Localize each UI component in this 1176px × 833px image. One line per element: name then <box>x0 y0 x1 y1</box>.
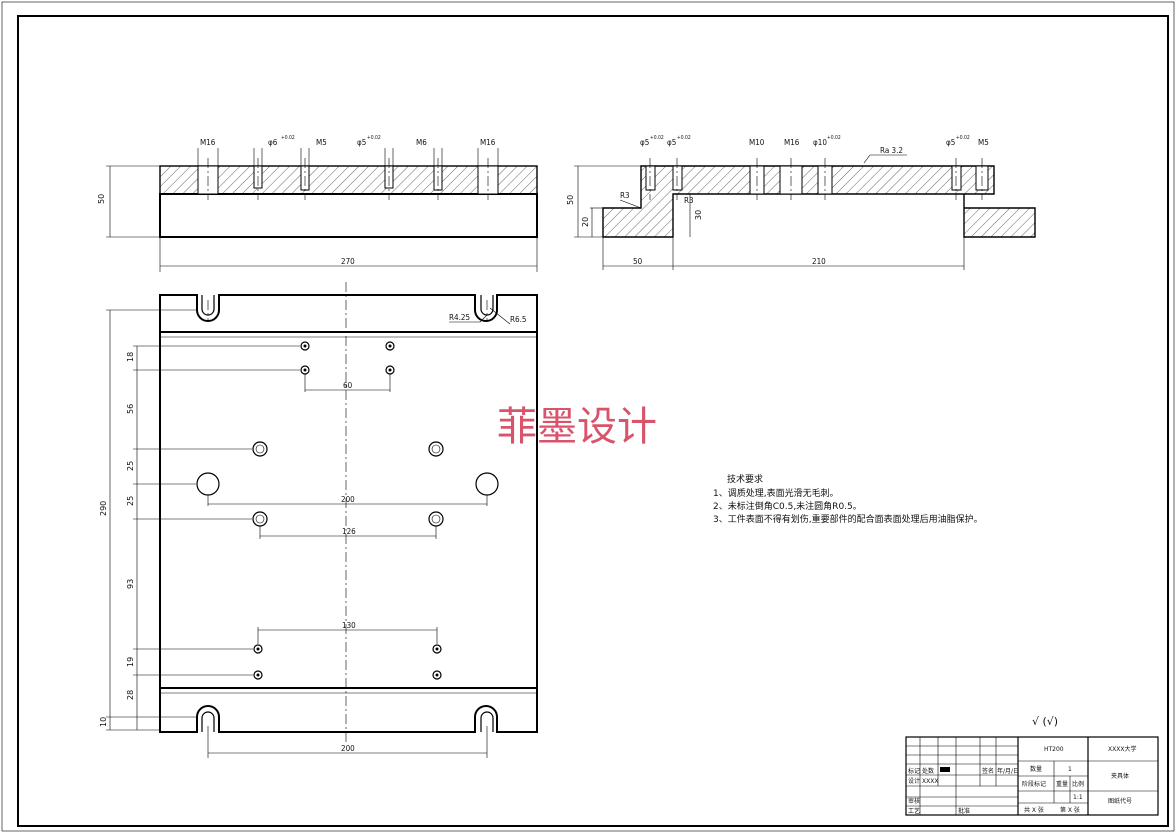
plan-dim-25a: 25 <box>126 461 135 471</box>
general-roughness: √ (√) <box>1032 715 1058 728</box>
tech-note-3: 3、工件表面不得有划伤,重要部件的配合面表面处理后用油脂保护。 <box>713 513 983 525</box>
tb-row-mark: 标记 <box>908 767 920 775</box>
plan-dim-10: 10 <box>99 717 108 727</box>
tb-part-name: 夹具体 <box>1111 772 1129 780</box>
front-dim-270: 270 <box>341 257 355 266</box>
tech-note-1: 1、调质处理,表面光滑无毛刺。 <box>713 487 839 499</box>
side-dim-210: 210 <box>812 257 826 266</box>
plan-dim-28: 28 <box>126 690 135 700</box>
side-dim-20: 20 <box>581 217 590 227</box>
plan-dim-200-top: 200 <box>341 495 355 504</box>
tb-stage: 阶段标记 <box>1022 780 1046 788</box>
tb-date: 年/月/日 <box>997 767 1019 775</box>
side-label-phi10: φ10 <box>813 138 827 147</box>
plan-r425: R4.25 <box>449 313 470 322</box>
side-section-view: φ5 +0.02 φ5 +0.02 M10 M16 φ10 +0.02 φ5 +… <box>566 135 1036 270</box>
plan-view: R4.25 R6.5 290 18 56 25 25 93 19 28 10 6… <box>99 282 538 758</box>
plan-dim-130: 130 <box>342 621 356 630</box>
front-label-m5: M5 <box>316 138 327 147</box>
tb-scale-value: 1:1 <box>1073 794 1083 801</box>
front-label-m16-right: M16 <box>480 138 496 147</box>
tb-row-review: 审核 <box>908 797 920 805</box>
tb-sign: 签名 <box>982 767 994 775</box>
front-dim-50: 50 <box>97 194 106 204</box>
plan-dim-126: 126 <box>342 527 356 536</box>
front-label-phi6: φ6 <box>268 138 278 147</box>
front-tol-2: +0.02 <box>367 135 381 141</box>
tb-material: HT200 <box>1044 746 1064 753</box>
plan-dim-200-bottom: 200 <box>341 744 355 753</box>
watermark: 菲墨设计 <box>497 404 657 450</box>
tech-heading: 技术要求 <box>727 473 763 485</box>
plan-dim-19: 19 <box>126 657 135 667</box>
tb-qty-label: 数量 <box>1030 765 1042 773</box>
side-label-phi5-a: φ5 <box>640 138 649 147</box>
side-dim-50-h: 50 <box>633 257 643 266</box>
plan-dim-60: 60 <box>343 381 353 390</box>
side-tol-c: +0.02 <box>827 135 841 141</box>
plan-dim-25b: 25 <box>126 496 135 506</box>
title-block: HT200 XXXX大学 数量 1 夹具体 阶段标记 重量 比例 1:1 图纸代… <box>905 736 1159 816</box>
technical-requirements: 技术要求 1、调质处理,表面光滑无毛刺。 2、未标注倒角C0.5,未注圆角R0.… <box>713 473 983 525</box>
tb-school: XXXX大学 <box>1108 745 1136 753</box>
front-label-phi5: φ5 <box>357 138 366 147</box>
plan-dim-56: 56 <box>126 404 135 414</box>
tb-scale: 比例 <box>1072 780 1084 788</box>
side-tol-a: +0.02 <box>650 135 664 141</box>
side-r3-right: R3 <box>684 196 694 205</box>
side-label-phi5-c: φ5 <box>946 138 955 147</box>
plan-dim-290: 290 <box>99 501 108 516</box>
tech-note-2: 2、未标注倒角C0.5,未注圆角R0.5。 <box>713 500 862 512</box>
tb-mid-count: 处数 <box>922 767 934 775</box>
tb-weight: 重量 <box>1056 780 1068 788</box>
side-label-m10: M10 <box>749 138 765 147</box>
side-label-phi5-b: φ5 <box>667 138 676 147</box>
plan-dim-18: 18 <box>126 352 135 362</box>
plan-dim-93: 93 <box>126 579 135 589</box>
side-tol-b: +0.02 <box>677 135 691 141</box>
side-tol-d: +0.02 <box>956 135 970 141</box>
tb-qty-value: 1 <box>1068 766 1072 773</box>
side-label-m5: M5 <box>978 138 989 147</box>
front-section-view: M16 φ6 +0.02 M5 φ5 +0.02 M6 M16 50 270 <box>97 135 538 272</box>
tb-sheet-num: 第 X 张 <box>1060 806 1080 814</box>
side-r3-left: R3 <box>620 191 630 200</box>
front-label-m6: M6 <box>416 138 427 147</box>
side-dim-30: 30 <box>694 210 703 220</box>
tb-row-design: 设计 <box>908 777 920 785</box>
side-label-m16: M16 <box>784 138 800 147</box>
plan-r65: R6.5 <box>510 315 526 324</box>
front-tol-1: +0.02 <box>281 135 295 141</box>
front-label-m16-left: M16 <box>200 138 216 147</box>
tb-sheet-total: 共 X 张 <box>1024 806 1044 814</box>
side-dim-50: 50 <box>566 195 575 205</box>
tb-mid-xxxx: XXXX <box>922 778 938 785</box>
inner-border <box>17 15 1169 827</box>
tb-drawing-no: 图纸代号 <box>1108 797 1132 805</box>
tb-mid-approve: 批准 <box>958 807 970 815</box>
tb-row-process: 工艺 <box>908 807 920 815</box>
roughness-ra: Ra 3.2 <box>880 146 903 155</box>
